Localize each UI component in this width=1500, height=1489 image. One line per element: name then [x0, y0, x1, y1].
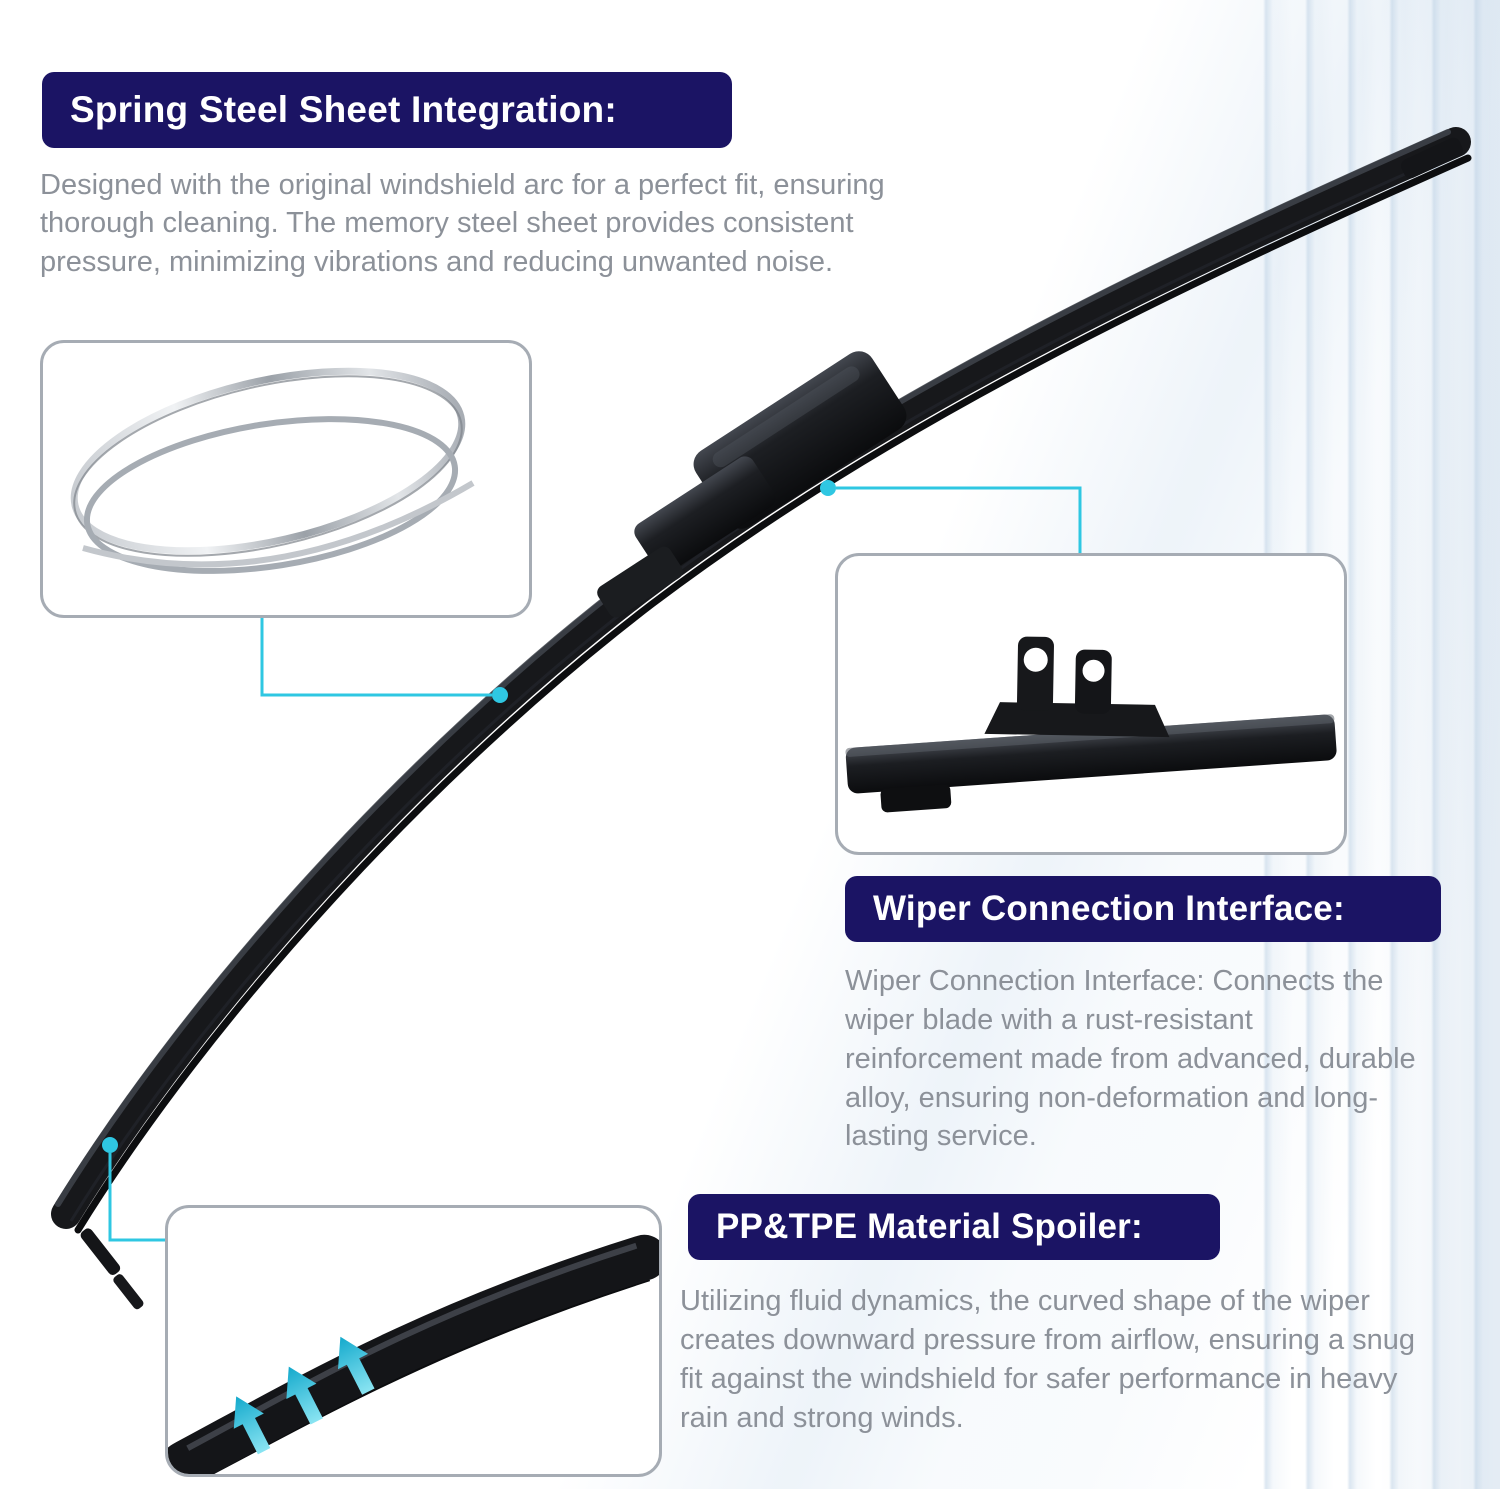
airflow-arrows	[233, 1336, 375, 1455]
section-title-connection: Wiper Connection Interface:	[845, 876, 1441, 942]
connector-callout-box	[835, 553, 1347, 855]
callout-dot-interface	[820, 480, 836, 496]
connector-line-spring-steel	[260, 617, 492, 697]
section-title-spring-steel: Spring Steel Sheet Integration:	[42, 72, 732, 148]
section-title-spoiler: PP&TPE Material Spoiler:	[688, 1194, 1220, 1260]
callout-connector-lines	[108, 486, 1082, 1242]
callout-dot-spoiler	[102, 1137, 118, 1153]
spoiler-callout-box	[165, 1205, 662, 1477]
spring-steel-sheet-image	[70, 367, 475, 574]
connector-line-interface	[836, 486, 1082, 553]
connector-line-spoiler	[108, 1153, 165, 1242]
section-body-spoiler: Utilizing fluid dynamics, the curved sha…	[680, 1285, 1416, 1434]
callout-dots	[102, 480, 836, 1153]
spring-steel-callout-box	[40, 340, 532, 618]
section-body-spring-steel: Designed with the original windshield ar…	[40, 169, 885, 278]
wiper-adapter	[597, 351, 907, 618]
spoiler-airflow-image	[168, 1234, 659, 1474]
connector-metal-bracket	[984, 636, 1170, 738]
wiper-connector-closeup-image	[845, 636, 1337, 813]
section-body-connection: Wiper Connection Interface: Connects the…	[845, 965, 1416, 1153]
blade-rubber-tail	[80, 1228, 121, 1275]
blade-rubber-tail-tip	[113, 1274, 144, 1310]
callout-dot-spring-steel	[492, 687, 508, 703]
